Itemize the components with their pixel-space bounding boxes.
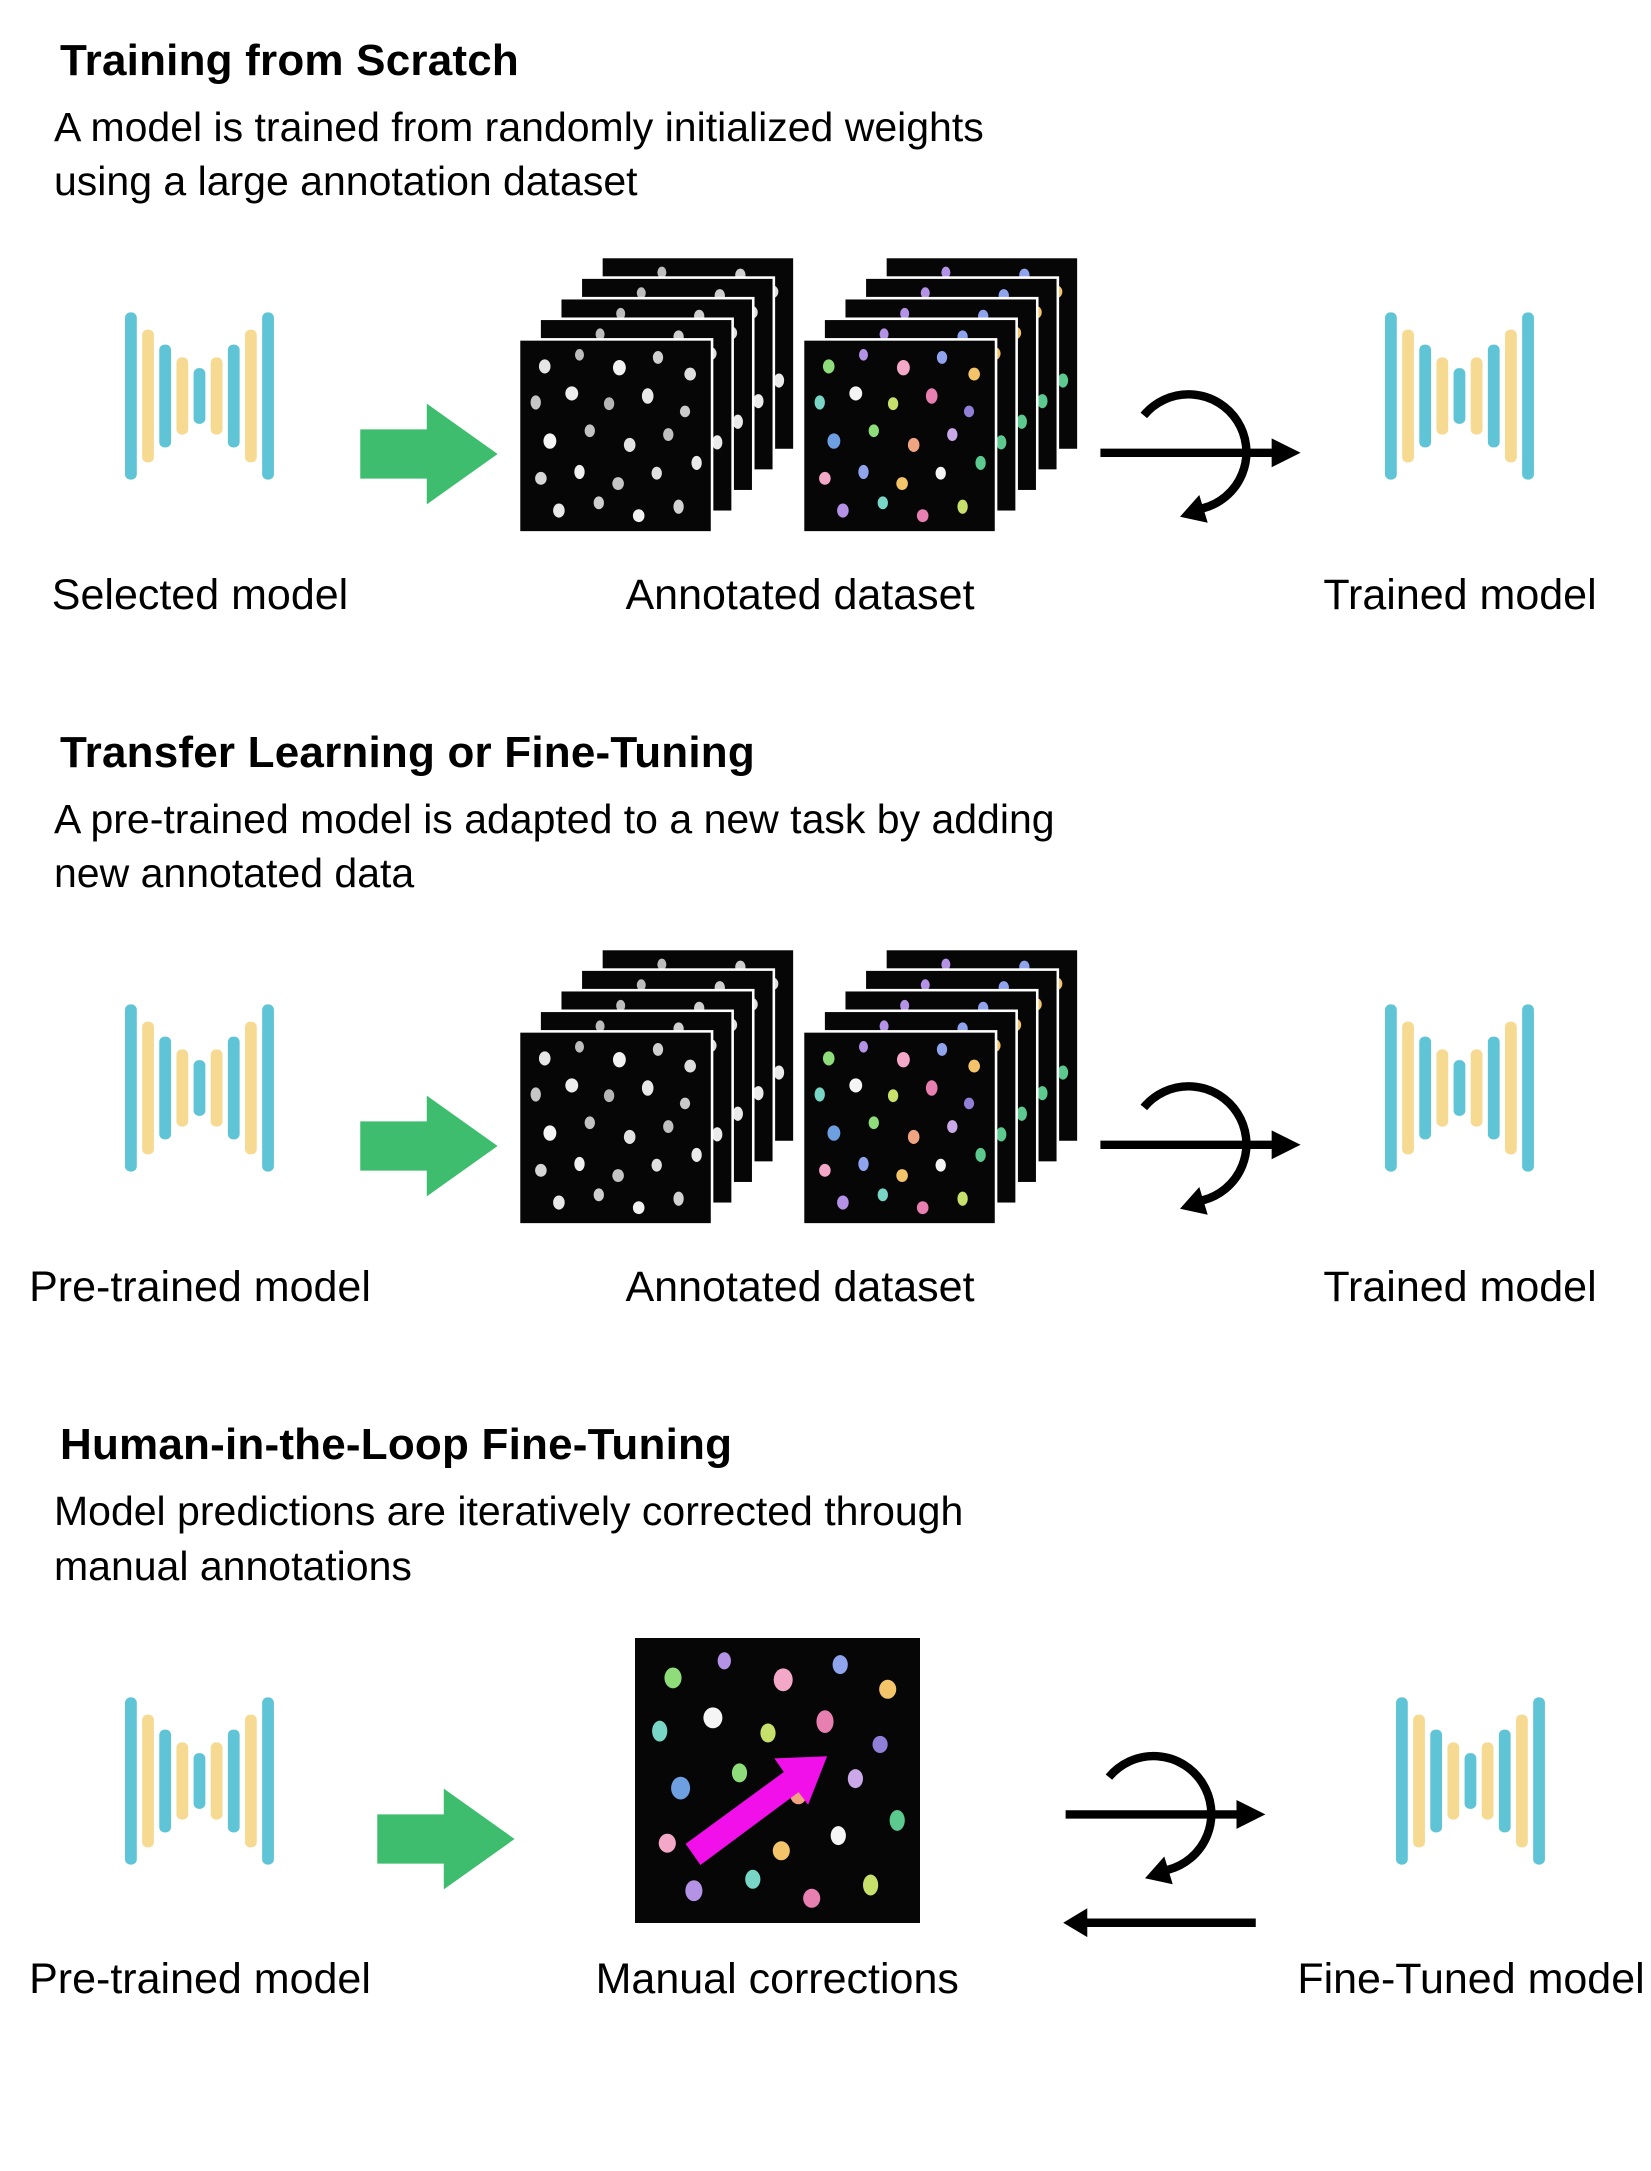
section-human-in-the-loop: Human-in-the-Loop Fine-Tuning Model pred… xyxy=(29,1420,1645,2009)
section-title: Transfer Learning or Fine-Tuning xyxy=(60,728,755,778)
section-title: Training from Scratch xyxy=(60,36,519,85)
flow-label-input: Selected model xyxy=(51,570,349,619)
model-icon xyxy=(125,1697,274,1865)
flow-step-training-loop xyxy=(1090,284,1310,624)
labeled-image-stack-icon xyxy=(803,257,1081,535)
flow-row: Pre-trained model Annotated dataset xyxy=(29,918,1621,1316)
flow-step-selected-model: Selected model xyxy=(50,226,350,624)
green-arrow-icon xyxy=(377,1788,515,1890)
flow-label-output: Fine-Tuned model xyxy=(1297,1955,1645,2004)
flow-step-pretrained-model: Pre-trained model xyxy=(29,918,371,1316)
flow-label-dataset: Annotated dataset xyxy=(625,1262,975,1311)
icon-slot xyxy=(377,1669,517,2009)
section-title: Human-in-the-Loop Fine-Tuning xyxy=(60,1420,733,1470)
flow-step-trained-model: Trained model xyxy=(1310,918,1610,1316)
icon-slot xyxy=(125,918,275,1258)
model-icon xyxy=(1396,1697,1545,1865)
section-description: Model predictions are iteratively correc… xyxy=(54,1488,964,1589)
flow-step-finetuned-model: Fine-Tuned model xyxy=(1297,1611,1645,2009)
icon-slot xyxy=(125,1611,275,1951)
icon-slot xyxy=(1396,1611,1546,1951)
section-transfer-learning: Transfer Learning or Fine-Tuning A pre-t… xyxy=(29,728,1621,1316)
flow-step-manual-corrections: Manual corrections xyxy=(544,1611,1010,2009)
flow-step-trained-model: Trained model xyxy=(1310,226,1610,624)
training-cycle-arrow-icon xyxy=(1098,1065,1303,1227)
flow-step-arrow xyxy=(350,284,510,624)
flow-row: Pre-trained model Manual corrections xyxy=(29,1611,1645,2009)
flow-label-input: Pre-trained model xyxy=(29,1262,371,1311)
annotated-dataset-icon xyxy=(519,949,1081,1227)
training-cycle-with-feedback-icon xyxy=(1063,1735,1268,1938)
icon-slot xyxy=(360,976,500,1316)
manual-corrections-icon xyxy=(634,1638,920,1924)
training-cycle-arrow-icon xyxy=(1098,373,1303,535)
flow-label-output: Trained model xyxy=(1323,1262,1597,1311)
icon-slot xyxy=(1098,976,1303,1316)
flow-label-input: Pre-trained model xyxy=(29,1955,371,2004)
annotated-dataset-icon xyxy=(519,257,1081,535)
icon-slot xyxy=(125,226,275,566)
icon-slot xyxy=(634,1611,920,1951)
icon-slot xyxy=(1098,284,1303,624)
model-icon xyxy=(125,312,274,480)
labeled-image-stack-icon xyxy=(803,949,1081,1227)
flow-label-output: Trained model xyxy=(1323,570,1597,619)
flow-step-pretrained-model: Pre-trained model xyxy=(29,1611,371,2009)
magenta-correction-arrow-icon xyxy=(685,1756,827,1866)
icon-slot xyxy=(1385,226,1535,566)
section-description: A pre-trained model is adapted to a new … xyxy=(54,796,1055,897)
flow-row: Selected model Annotated dataset xyxy=(50,226,1621,624)
icon-slot xyxy=(519,226,1081,566)
model-icon xyxy=(125,1004,274,1173)
icon-slot xyxy=(1063,1669,1268,2009)
grayscale-image-stack-icon xyxy=(519,949,797,1227)
section-description: A model is trained from randomly initial… xyxy=(54,104,984,205)
icon-slot xyxy=(1385,918,1535,1258)
flow-step-arrow xyxy=(350,976,510,1316)
flow-step-annotated-dataset: Annotated dataset xyxy=(510,918,1090,1316)
green-arrow-icon xyxy=(360,1096,498,1197)
green-arrow-icon xyxy=(360,403,498,505)
flow-label-dataset: Manual corrections xyxy=(595,1955,959,2004)
flow-step-annotated-dataset: Annotated dataset xyxy=(510,226,1090,624)
flow-step-training-loop xyxy=(1010,1669,1321,2009)
flow-step-training-loop xyxy=(1090,976,1310,1316)
flow-label-dataset: Annotated dataset xyxy=(625,570,975,619)
model-icon xyxy=(1385,312,1534,480)
grayscale-image-stack-icon xyxy=(519,257,797,535)
model-icon xyxy=(1385,1004,1534,1173)
section-training-from-scratch: Training from Scratch A model is trained… xyxy=(50,36,1621,624)
flow-step-arrow xyxy=(350,1669,544,2009)
icon-slot xyxy=(519,918,1081,1258)
icon-slot xyxy=(360,284,500,624)
